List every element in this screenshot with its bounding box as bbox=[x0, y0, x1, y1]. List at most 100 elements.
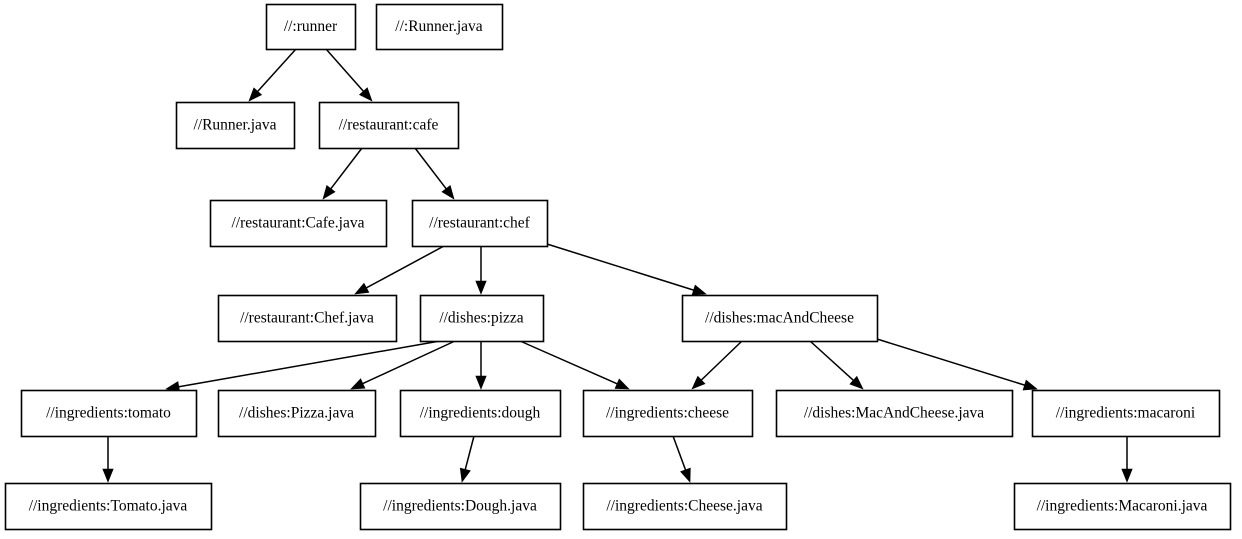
edge-arrowhead-icon bbox=[475, 375, 487, 390]
node-label: //restaurant:Chef.java bbox=[240, 310, 374, 327]
graph-node-runner[interactable]: //:runner bbox=[265, 3, 357, 51]
node-label: //dishes:MacAndCheese.java bbox=[804, 405, 984, 422]
edge-arrowhead-icon bbox=[350, 378, 366, 390]
node-label: //Runner.java bbox=[193, 117, 276, 134]
graph-edge bbox=[165, 340, 441, 393]
graph-edge bbox=[475, 246, 487, 295]
edge-arrowhead-icon bbox=[691, 375, 706, 390]
graph-edge bbox=[519, 340, 630, 390]
graph-edge bbox=[809, 340, 864, 390]
edge-line bbox=[546, 243, 694, 291]
node-box[interactable] bbox=[20, 389, 198, 438]
edge-arrowhead-icon bbox=[1121, 468, 1133, 483]
graph-node-ing_cheese_java[interactable]: //ingredients:Cheese.java bbox=[582, 482, 788, 531]
node-box[interactable] bbox=[681, 294, 879, 343]
graph-edge bbox=[475, 341, 487, 390]
edge-line bbox=[257, 48, 297, 92]
graph-edge bbox=[322, 147, 363, 200]
edge-line bbox=[325, 48, 364, 92]
graph-edge bbox=[248, 48, 297, 102]
edge-arrowhead-icon bbox=[322, 185, 336, 200]
node-label: //ingredients:cheese bbox=[606, 405, 729, 422]
node-box[interactable] bbox=[375, 3, 504, 51]
node-label: //ingredients:tomato bbox=[46, 405, 171, 422]
node-label: //:runner bbox=[284, 18, 338, 35]
node-label: //dishes:Pizza.java bbox=[239, 405, 354, 422]
edge-line bbox=[330, 147, 363, 190]
graph-edge bbox=[1121, 436, 1133, 483]
graph-node-ing_dough[interactable]: //ingredients:dough bbox=[399, 389, 562, 438]
edge-arrowhead-icon bbox=[680, 467, 691, 483]
edge-line bbox=[876, 338, 1025, 386]
graph-node-dishes_pizza[interactable]: //dishes:pizza bbox=[419, 294, 545, 343]
node-box[interactable] bbox=[175, 101, 296, 150]
edge-arrowhead-icon bbox=[358, 87, 373, 102]
node-box[interactable] bbox=[359, 482, 562, 531]
edge-line bbox=[672, 435, 687, 471]
graph-node-ing_dough_java[interactable]: //ingredients:Dough.java bbox=[359, 482, 562, 531]
edge-line bbox=[809, 340, 854, 381]
edge-arrowhead-icon bbox=[441, 185, 455, 200]
graph-node-restaurant_chef[interactable]: //restaurant:chef bbox=[411, 199, 549, 248]
graph-node-restaurant_chef_java[interactable]: //restaurant:Chef.java bbox=[217, 294, 398, 343]
edge-arrowhead-icon bbox=[691, 284, 707, 296]
graph-edge bbox=[459, 435, 475, 483]
edge-layer bbox=[102, 48, 1133, 483]
graph-edge bbox=[691, 340, 743, 390]
node-label: //ingredients:macaroni bbox=[1056, 405, 1196, 422]
graph-edge bbox=[350, 340, 456, 390]
node-box[interactable] bbox=[265, 3, 357, 51]
graph-node-restaurant_cafe_java[interactable]: //restaurant:Cafe.java bbox=[209, 199, 388, 248]
node-box[interactable] bbox=[411, 199, 549, 248]
node-label: //:Runner.java bbox=[395, 18, 483, 35]
edge-line bbox=[178, 340, 441, 388]
edge-arrowhead-icon bbox=[849, 375, 864, 390]
node-box[interactable] bbox=[318, 101, 460, 150]
edge-line bbox=[366, 245, 445, 289]
graph-node-ing_macaroni_java[interactable]: //ingredients:Macaroni.java bbox=[1013, 482, 1232, 531]
graph-node-runner_java[interactable]: //Runner.java bbox=[175, 101, 296, 150]
node-label: //ingredients:dough bbox=[420, 405, 541, 422]
node-box[interactable] bbox=[4, 482, 213, 531]
edge-arrowhead-icon bbox=[354, 282, 370, 295]
graph-node-dishes_macandcheese_java[interactable]: //dishes:MacAndCheese.java bbox=[775, 389, 1014, 438]
node-box[interactable] bbox=[582, 482, 788, 531]
edge-line bbox=[519, 340, 618, 385]
node-label: //dishes:macAndCheese bbox=[705, 310, 854, 327]
graph-edge bbox=[876, 338, 1038, 391]
graph-edge bbox=[414, 147, 455, 200]
node-label: //ingredients:Cheese.java bbox=[606, 498, 762, 515]
node-box[interactable] bbox=[1013, 482, 1232, 531]
edge-arrowhead-icon bbox=[1022, 379, 1038, 391]
graph-node-runner_java_root[interactable]: //:Runner.java bbox=[375, 3, 504, 51]
edge-arrowhead-icon bbox=[459, 467, 471, 483]
node-box[interactable] bbox=[1031, 389, 1221, 438]
node-box[interactable] bbox=[217, 389, 377, 438]
edge-line bbox=[362, 340, 456, 385]
node-box[interactable] bbox=[775, 389, 1014, 438]
node-label: //dishes:pizza bbox=[439, 310, 523, 327]
graph-edge bbox=[354, 245, 445, 295]
graph-node-dishes_pizza_java[interactable]: //dishes:Pizza.java bbox=[217, 389, 377, 438]
node-box[interactable] bbox=[582, 389, 754, 438]
node-label: //ingredients:Tomato.java bbox=[29, 498, 188, 515]
graph-node-dishes_macandcheese[interactable]: //dishes:macAndCheese bbox=[681, 294, 879, 343]
graph-node-ing_tomato[interactable]: //ingredients:tomato bbox=[20, 389, 198, 438]
graph-node-ing_macaroni[interactable]: //ingredients:macaroni bbox=[1031, 389, 1221, 438]
node-label: //restaurant:chef bbox=[429, 215, 531, 232]
graph-edge bbox=[102, 436, 114, 483]
graph-node-ing_cheese[interactable]: //ingredients:cheese bbox=[582, 389, 754, 438]
edge-arrowhead-icon bbox=[614, 378, 630, 390]
edge-arrowhead-icon bbox=[475, 280, 487, 295]
node-label: //restaurant:cafe bbox=[339, 117, 439, 134]
graph-node-restaurant_cafe[interactable]: //restaurant:cafe bbox=[318, 101, 460, 150]
node-box[interactable] bbox=[217, 294, 398, 343]
node-box[interactable] bbox=[419, 294, 545, 343]
node-box[interactable] bbox=[209, 199, 388, 248]
node-label: //ingredients:Macaroni.java bbox=[1037, 498, 1208, 515]
graph-edge bbox=[325, 48, 373, 102]
graph-node-ing_tomato_java[interactable]: //ingredients:Tomato.java bbox=[4, 482, 213, 531]
edge-line bbox=[414, 147, 447, 190]
node-box[interactable] bbox=[399, 389, 562, 438]
